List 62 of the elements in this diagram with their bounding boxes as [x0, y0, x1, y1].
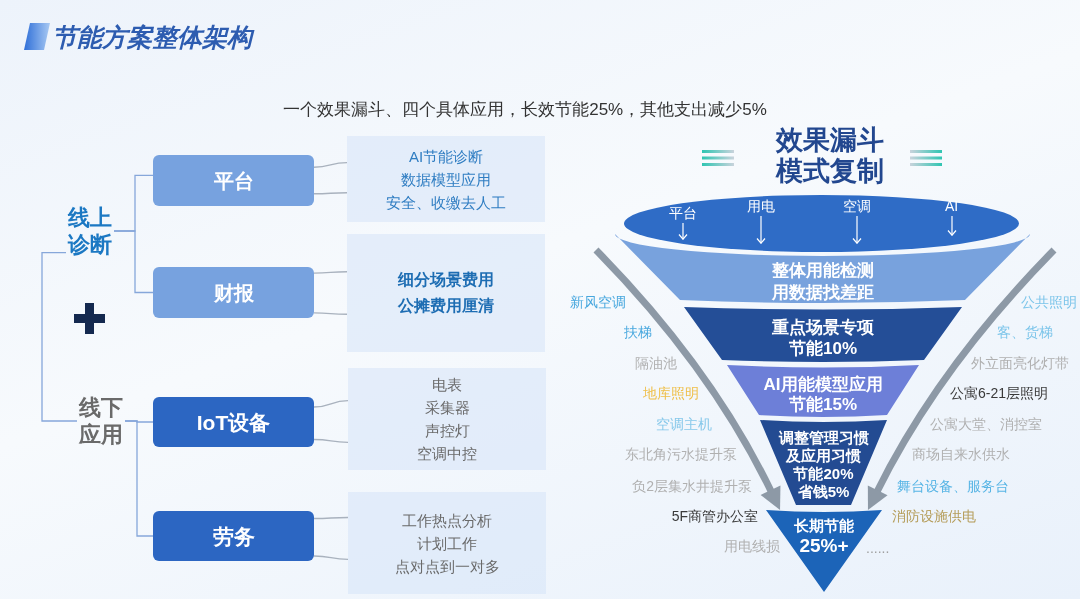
scenario-label: 负2层集水井提升泵 — [632, 477, 752, 495]
funnel-heading: 效果漏斗模式复制 — [774, 125, 885, 187]
list-item: 细分场景费用 — [398, 270, 494, 290]
category-box — [153, 397, 314, 447]
list-panel — [348, 368, 546, 470]
rim-label: AI — [944, 197, 959, 214]
scenario-label: 扶梯 — [624, 323, 652, 341]
scenario-label: 5F商管办公室 — [671, 507, 758, 525]
layer-label: 节能15% — [789, 394, 857, 414]
list-item: 空调中控 — [417, 444, 477, 464]
category-label: 劳务 — [212, 523, 255, 550]
list-item: 工作热点分析 — [402, 510, 492, 531]
scenario-label: ...... — [866, 539, 890, 557]
layer-label: 节能10% — [789, 338, 857, 359]
list-item: 采集器 — [424, 398, 470, 418]
category-label: 财报 — [213, 280, 254, 306]
group-label: 线上诊断 — [66, 204, 113, 258]
scenario-label: 消防设施供电 — [892, 507, 976, 525]
list-panel — [347, 136, 545, 222]
scenario-label: 客、货梯 — [997, 323, 1053, 341]
list-item: 安全、收缴去人工 — [386, 192, 506, 213]
list-panel — [347, 234, 545, 352]
category-label: 平台 — [213, 168, 254, 194]
category-box — [153, 155, 314, 206]
scenario-label: 空调主机 — [656, 415, 712, 433]
scenario-label: 隔油池 — [635, 354, 677, 372]
layer-label: 长期节能 — [794, 516, 854, 535]
scenario-label: 新风空调 — [570, 293, 626, 311]
category-box — [153, 511, 314, 561]
list-item: AI节能诊断 — [408, 146, 484, 167]
list-item: 电表 — [432, 375, 462, 395]
list-item: 计划工作 — [417, 533, 477, 554]
subtitle: 一个效果漏斗、四个具体应用，长效节能25%，其他支出减少5% — [283, 101, 767, 119]
layer-label: 25%+ — [799, 535, 849, 557]
list-item: 声控灯 — [424, 421, 470, 441]
layer-label: 整体用能检测 — [771, 260, 874, 282]
scenario-label: 外立面亮化灯带 — [971, 354, 1069, 372]
layer-label: 节能20% — [793, 465, 854, 483]
scenario-label: 公共照明 — [1021, 293, 1077, 311]
scenario-label: 地库照明 — [643, 384, 699, 402]
layer-label: 省钱5% — [797, 483, 850, 501]
scenario-label: 东北角污水提升泵 — [625, 445, 737, 463]
rim-label: 平台 — [668, 204, 697, 221]
layer-label: 及应用习惯 — [786, 447, 861, 465]
group-label: 线下应用 — [77, 394, 124, 448]
scenario-label: 公寓大堂、消控室 — [930, 415, 1042, 433]
category-box — [153, 267, 314, 318]
scenario-label: 商场自来水供水 — [912, 445, 1010, 463]
layer-label: 重点场景专项 — [772, 318, 874, 339]
scenario-label: 公寓6-21层照明 — [950, 384, 1049, 402]
scenario-label: 舞台设备、服务台 — [897, 477, 1009, 495]
rim-label: 空调 — [842, 197, 871, 214]
list-item: 数据模型应用 — [401, 169, 491, 190]
list-panel — [348, 492, 546, 594]
scenario-label: 用电线损 — [724, 537, 780, 555]
layer-label: 调整管理习惯 — [778, 429, 869, 447]
rim-label: 用电 — [746, 197, 775, 214]
layer-label: 用数据找差距 — [771, 282, 874, 304]
list-item: 点对点到一对多 — [394, 556, 500, 577]
list-item: 公摊费用厘清 — [398, 296, 494, 316]
category-label: IoT设备 — [196, 409, 271, 436]
layer-label: AI用能模型应用 — [763, 375, 883, 395]
